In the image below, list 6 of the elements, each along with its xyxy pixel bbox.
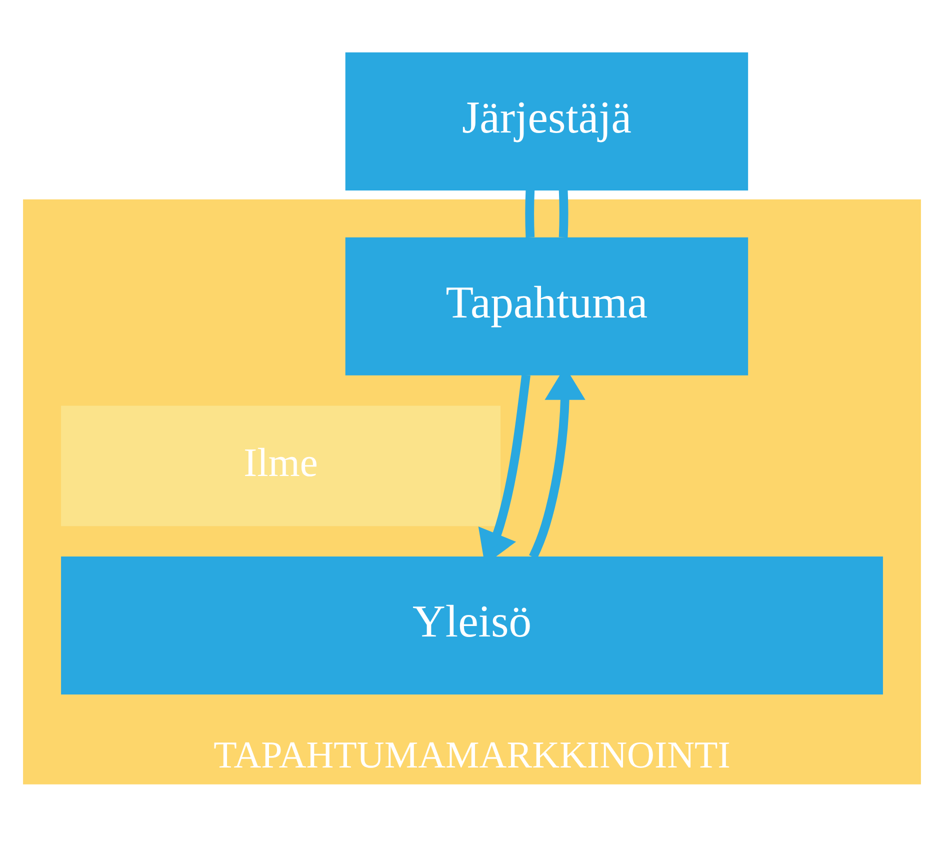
node-box: Järjestäjä [345, 52, 748, 190]
node-box: Yleisö [61, 556, 883, 694]
node-box: Tapahtuma [345, 236, 748, 375]
node-box: Ilme [61, 405, 500, 526]
connector [525, 189, 535, 238]
connector [558, 189, 568, 238]
